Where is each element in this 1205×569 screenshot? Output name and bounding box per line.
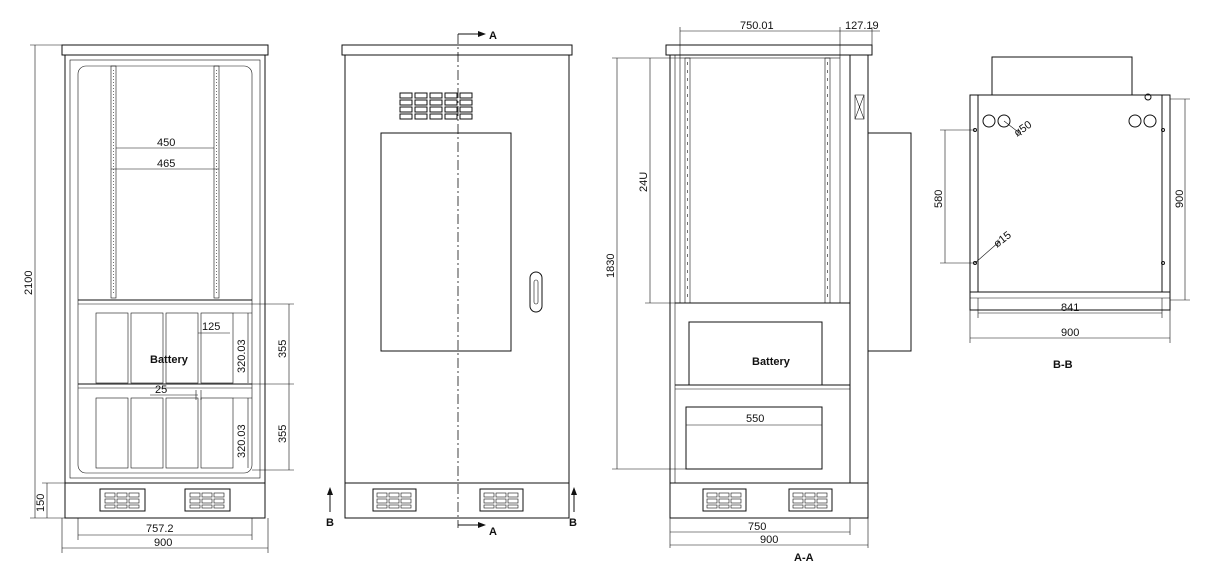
section-mark-b-right: B bbox=[569, 517, 577, 529]
bb-hole-spacing-vertical-label: 580 bbox=[933, 190, 945, 208]
aa-rack-frame bbox=[679, 57, 841, 304]
aa-plinth bbox=[669, 482, 869, 519]
section-bb: ø50 ø15 580 900 841 900 B-B bbox=[933, 56, 1190, 371]
aa-inner-width-label: 750 bbox=[748, 521, 766, 533]
plinth-height-label: 150 bbox=[35, 494, 47, 512]
aa-door-profile bbox=[867, 132, 912, 352]
aa-drawer-width-label: 550 bbox=[746, 413, 764, 425]
aa-overall-width-label: 900 bbox=[760, 534, 778, 546]
rail-spacing-inner-label: 450 bbox=[157, 137, 175, 149]
aa-inner-height-label: 1830 bbox=[605, 254, 617, 278]
aa-roof bbox=[665, 44, 873, 56]
front-inner-frame bbox=[77, 65, 253, 474]
bb-overall-width-label: 900 bbox=[1061, 327, 1079, 339]
shelf-height-upper-label: 355 bbox=[277, 340, 289, 358]
bb-hole-small-2 bbox=[1161, 128, 1165, 132]
front-roof bbox=[61, 44, 269, 56]
aa-battery bbox=[688, 321, 823, 386]
front-plinth-vent-right bbox=[184, 488, 231, 512]
battery-height-upper-label: 320.03 bbox=[236, 339, 248, 373]
bb-hole-large-4 bbox=[1143, 114, 1157, 128]
aa-side-offset-label: 127.19 bbox=[845, 20, 879, 32]
aa-title: A-A bbox=[794, 552, 814, 564]
door-plinth bbox=[344, 482, 570, 519]
shelf-height-lower-label: 355 bbox=[277, 425, 289, 443]
bb-lock-point bbox=[1144, 93, 1152, 101]
front-inner-width-label: 757.2 bbox=[146, 523, 174, 535]
door-plinth-vent-left bbox=[372, 488, 417, 512]
aa-plinth-vent-left bbox=[702, 488, 747, 512]
door-plinth-vent-right bbox=[479, 488, 524, 512]
section-aa: Battery 550 750.01 127.19 bbox=[605, 20, 912, 564]
bb-hole-small-label: ø15 bbox=[991, 229, 1013, 250]
bb-floor-outline bbox=[969, 94, 1171, 311]
aa-rack-height-label: 24U bbox=[638, 172, 650, 192]
front-plinth-vent-left bbox=[99, 488, 146, 512]
section-mark-a-top: A bbox=[489, 30, 497, 42]
bb-hole-spacing-horizontal-label: 841 bbox=[1061, 302, 1079, 314]
section-mark-a-bottom: A bbox=[489, 526, 497, 538]
aa-battery-label: Battery bbox=[752, 356, 791, 368]
bb-depth-label: 900 bbox=[1174, 190, 1186, 208]
battery-gap-label: 25 bbox=[155, 384, 167, 396]
bb-door-outline bbox=[991, 56, 1133, 96]
front-battery-row-lower bbox=[95, 397, 234, 469]
aa-top-width-label: 750.01 bbox=[740, 20, 774, 32]
door-top-louvre bbox=[399, 92, 473, 120]
rail-spacing-outer-label: 465 bbox=[157, 158, 175, 170]
bb-hole-small-4 bbox=[1161, 261, 1165, 265]
battery-height-lower-label: 320.03 bbox=[236, 424, 248, 458]
door-handle bbox=[529, 271, 543, 313]
overall-height-label: 2100 bbox=[23, 271, 35, 295]
battery-width-label: 125 bbox=[202, 321, 220, 333]
front-battery-label: Battery bbox=[150, 354, 189, 366]
aa-plinth-vent-right bbox=[788, 488, 833, 512]
bb-hole-large-3 bbox=[1128, 114, 1142, 128]
bb-title: B-B bbox=[1053, 359, 1073, 371]
bb-hole-large-label: ø50 bbox=[1012, 119, 1034, 140]
door-window bbox=[380, 132, 512, 352]
door-view: A A B B bbox=[326, 30, 577, 538]
front-view: 450 465 Battery 125 25 bbox=[23, 44, 294, 553]
aa-body bbox=[669, 54, 869, 484]
front-battery-row-upper bbox=[95, 312, 234, 384]
bb-hole-large-2 bbox=[997, 114, 1011, 128]
front-frame bbox=[69, 59, 261, 479]
aa-side-switch bbox=[854, 94, 865, 120]
aa-drawer bbox=[685, 406, 823, 470]
door-roof bbox=[341, 44, 573, 56]
front-body bbox=[64, 54, 266, 484]
front-overall-width-label: 900 bbox=[154, 537, 172, 549]
front-plinth bbox=[64, 482, 266, 519]
front-rack-rails bbox=[110, 65, 220, 299]
section-mark-b-left: B bbox=[326, 517, 334, 529]
bb-hole-large-1 bbox=[982, 114, 996, 128]
